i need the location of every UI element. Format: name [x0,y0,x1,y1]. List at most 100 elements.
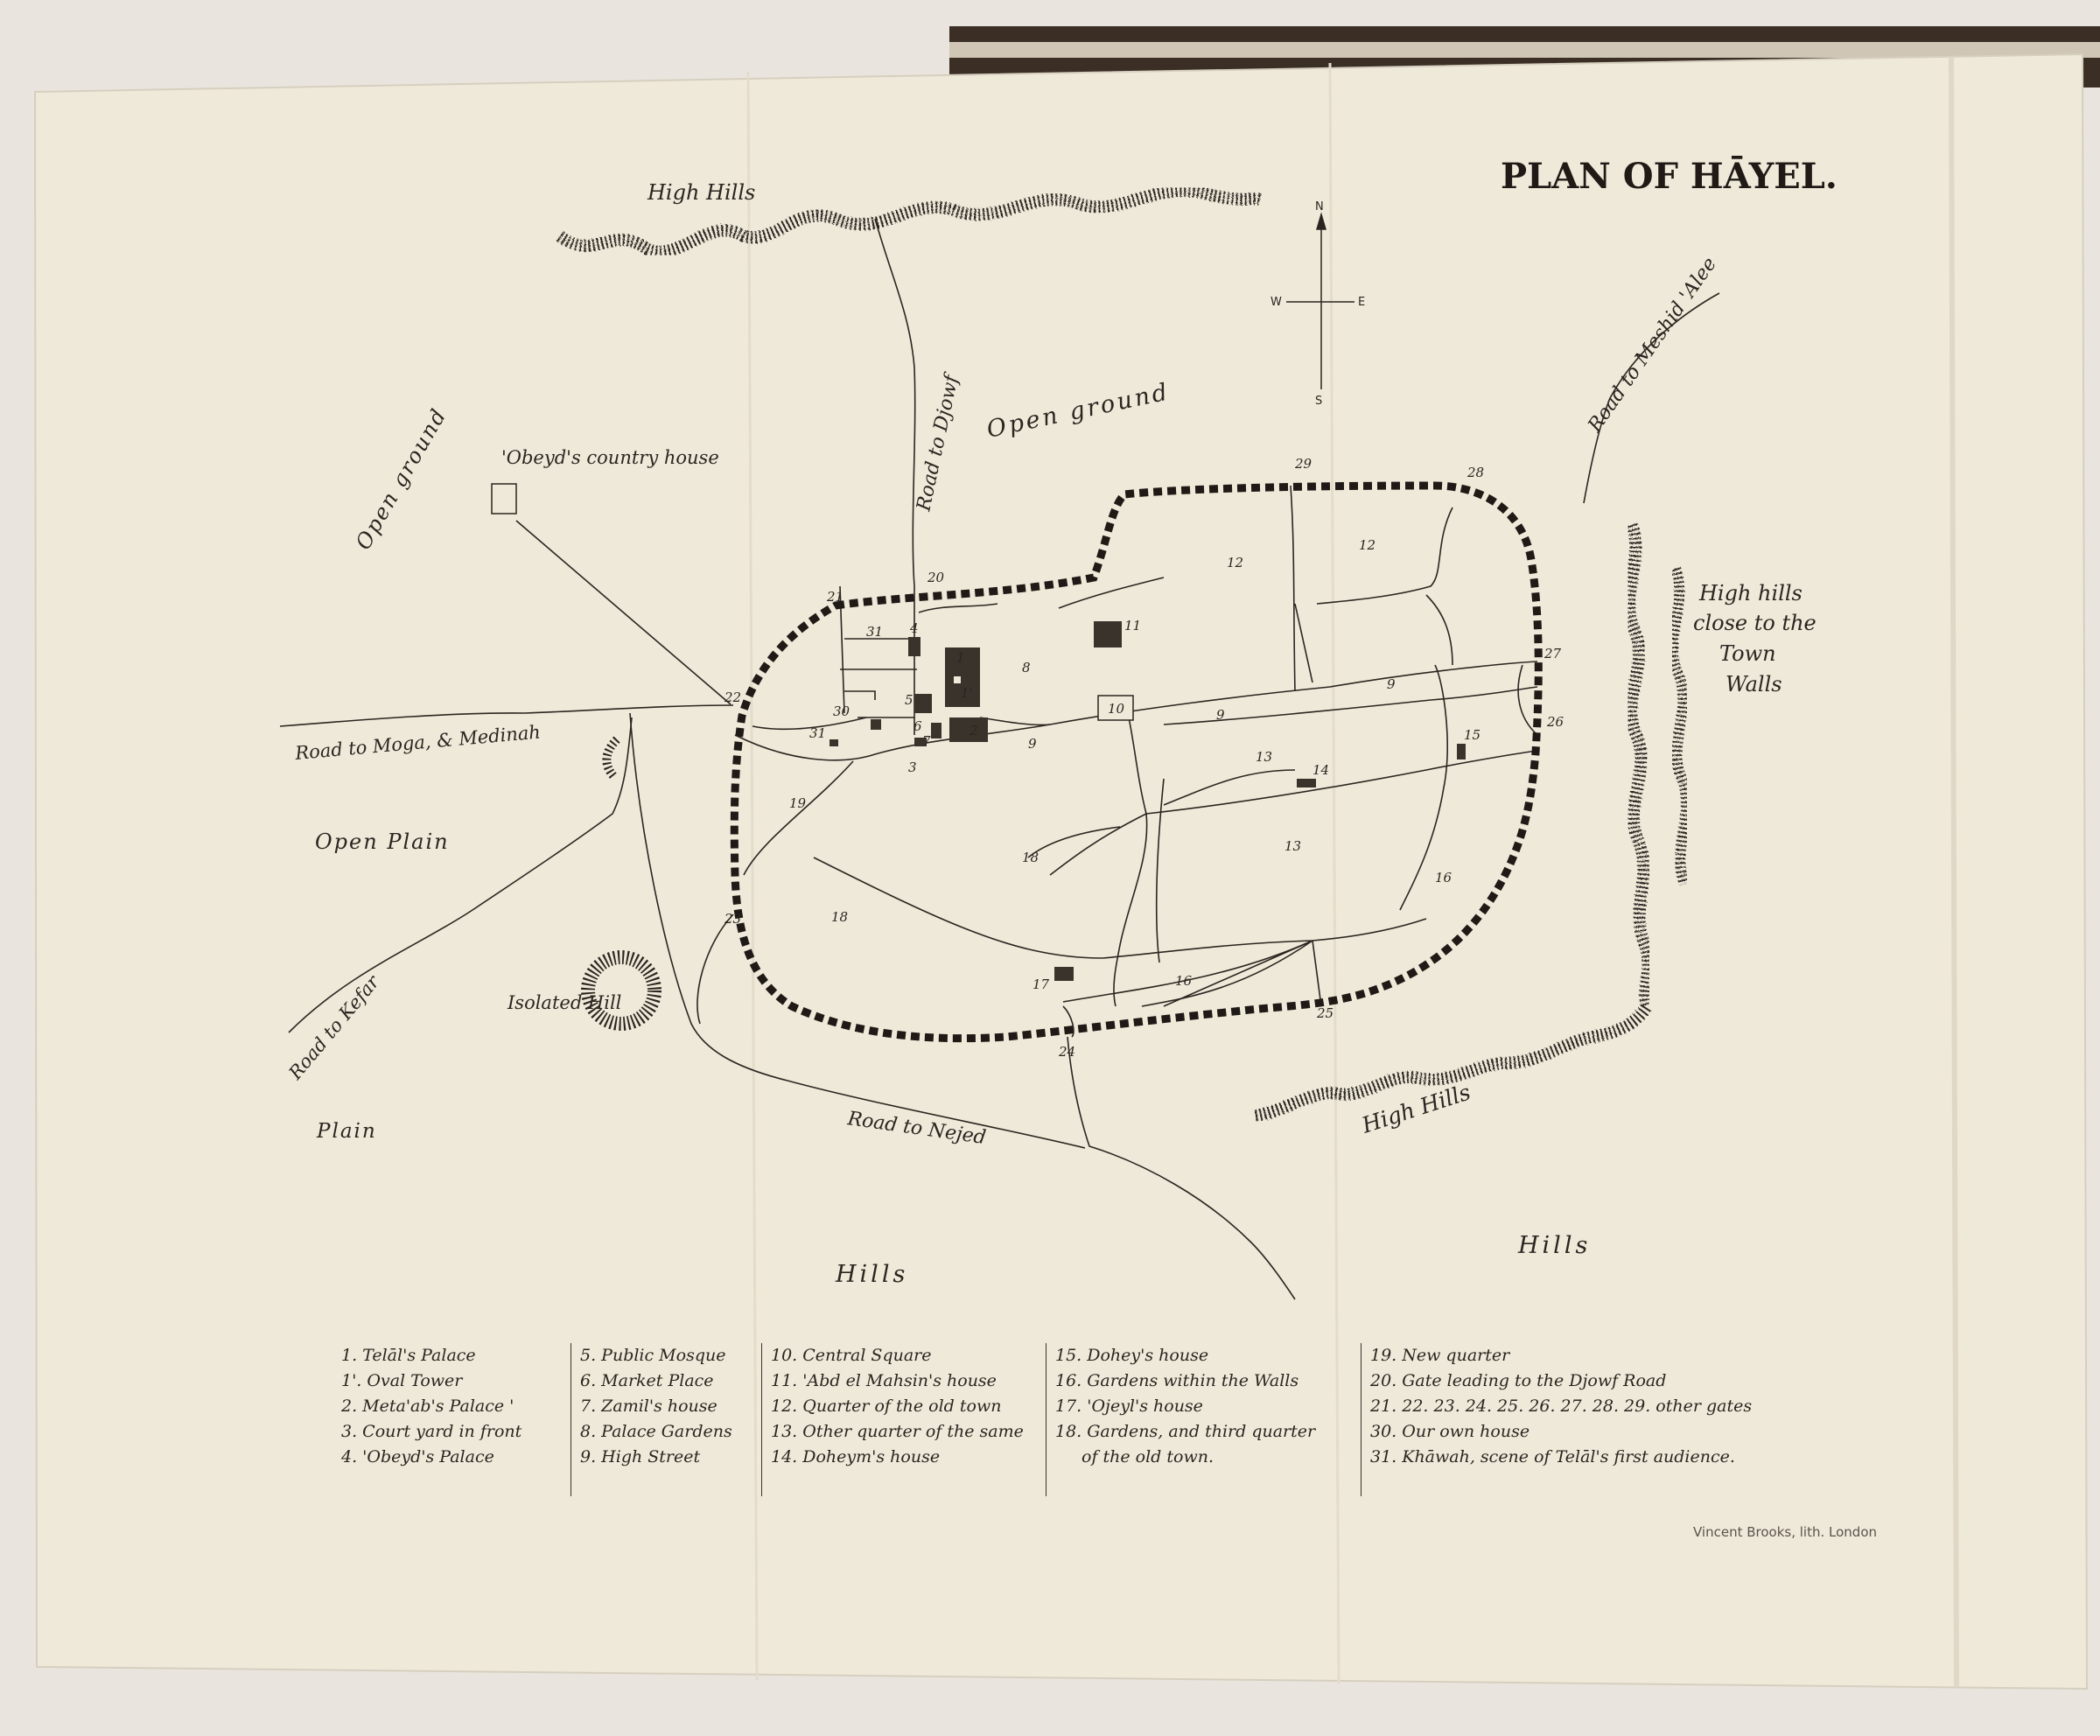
num-3: 3 [908,760,917,775]
fold-line-2 [1328,62,1340,1685]
legend-item: 31. Khāwah, scene of Telāl's first audie… [1370,1447,1735,1466]
small-hill-mark [602,736,620,780]
outer-roads [279,218,1720,1300]
num-5: 5 [905,692,914,708]
num-17: 17 [1032,976,1050,992]
legend-item: 18. Gardens, and third quarter [1055,1422,1316,1441]
legend-item: 20. Gate leading to the Djowf Road [1370,1371,1667,1390]
num-13b: 13 [1284,838,1301,854]
num-13a: 13 [1256,749,1272,765]
legend-item: 13. Other quarter of the same [771,1422,1024,1441]
label-hills-southeast: Hills [1517,1232,1591,1259]
legend-item: 14. Doheym's house [771,1447,941,1466]
legend-item: 3. Court yard in front [341,1422,522,1441]
gate-29: 29 [1294,456,1312,472]
label-high-hills-east-2: close to the [1693,611,1816,635]
num-1p: 1' [961,685,973,701]
num-9b: 9 [1216,707,1225,723]
num-12b: 12 [1359,537,1376,553]
num-1: 1 [956,650,965,666]
num-16b: 16 [1175,973,1193,989]
legend-item: 12. Quarter of the old town [771,1396,1002,1416]
label-isolated-hill: Isolated Hill [507,992,621,1013]
num-7: 7 [922,733,931,749]
legend-item: 30. Our own house [1370,1422,1530,1441]
num-15: 15 [1464,727,1480,743]
legend-item: 16. Gardens within the Walls [1055,1371,1299,1390]
map-title: PLAN OF HĀYEL. [1501,156,1838,197]
label-obeyd-country-house: 'Obeyd's country house [501,447,719,468]
label-hills-south: Hills [835,1261,908,1288]
compass-rose [1286,212,1354,389]
num-10: 10 [1108,701,1125,717]
page-gutter [1949,57,1959,1688]
legend-col-5: 19. New quarter 20. Gate leading to the … [1361,1343,1782,1496]
legend-item: 10. Central Square [771,1346,932,1365]
compass-w: W [1270,296,1282,309]
book-edge [949,42,2100,58]
num-2: 2 [969,723,978,738]
num-4: 4 [909,620,919,636]
page-paper [33,52,2089,1690]
gate-28: 28 [1466,465,1484,480]
town-streets [734,485,1538,1038]
label-high-hills-east-1: High hills [1698,581,1802,606]
label-high-hills-top: High Hills [647,180,755,205]
legend-item: of the old town. [1082,1447,1214,1466]
legend-col-1: 1. Telāl's Palace 1'. Oval Tower 2. Meta… [341,1343,569,1496]
central-square [1097,695,1134,721]
legend-item: 17. 'Ojeyl's house [1055,1396,1203,1416]
legend-item: 1. Telāl's Palace [341,1346,476,1365]
num-12a: 12 [1227,555,1243,570]
south-hills [1254,1003,1653,1122]
num-19: 19 [789,795,807,811]
compass-s: S [1315,395,1322,408]
legend-item: 2. Meta'ab's Palace ' [341,1396,514,1416]
gate-23: 23 [724,911,741,927]
num-31a: 31 [866,624,883,640]
east-hills-inner [1668,566,1692,886]
legend-item: 21. 22. 23. 24. 25. 26. 27. 28. 29. othe… [1370,1396,1753,1416]
num-18b: 18 [831,909,848,925]
num-11: 11 [1124,618,1141,634]
legend-item: 1'. Oval Tower [341,1371,463,1390]
legend-item: 19. New quarter [1370,1346,1510,1365]
town-walls [730,481,1543,1043]
num-18a: 18 [1022,850,1039,865]
town-buildings [830,621,1466,981]
fold-line-1 [746,71,759,1681]
num-16a: 16 [1435,870,1452,886]
legend-item: 6. Market Place [580,1371,714,1390]
gate-22: 22 [724,690,741,705]
gate-20: 20 [927,570,945,585]
label-high-hills-east-4: Walls [1726,672,1782,696]
isolated-hill-mark [581,950,662,1031]
legend-item: 8. Palace Gardens [580,1422,732,1441]
gate-21: 21 [826,589,844,605]
legend-item: 5. Public Mosque [580,1346,726,1365]
num-8: 8 [1022,660,1031,676]
label-high-hills-east-3: Town [1719,641,1776,666]
label-plain: Plain [316,1120,377,1143]
num-6: 6 [914,718,922,734]
num-30: 30 [833,704,850,719]
legend-col-3: 10. Central Square 11. 'Abd el Mahsin's … [761,1343,1042,1496]
legend-item: 7. Zamil's house [580,1396,718,1416]
legend-item: 11. 'Abd el Mahsin's house [771,1371,997,1390]
legend-col-2: 5. Public Mosque 6. Market Place 7. Zami… [570,1343,755,1496]
legend-item: 15. Dohey's house [1055,1346,1209,1365]
num-9a: 9 [1028,736,1037,752]
printer-imprint: Vincent Brooks, lith. London [1693,1524,1877,1540]
compass-n: N [1315,200,1324,214]
gate-24: 24 [1058,1044,1075,1060]
legend-item: 9. High Street [580,1447,701,1466]
gate-27: 27 [1544,646,1562,662]
num-14: 14 [1312,762,1329,778]
map-legend: 1. Telāl's Palace 1'. Oval Tower 2. Meta… [332,1343,1785,1509]
num-31b: 31 [809,725,826,741]
gate-26: 26 [1546,714,1564,730]
legend-col-4: 15. Dohey's house 16. Gardens within the… [1046,1343,1353,1496]
legend-item: 4. 'Obeyd's Palace [341,1447,494,1466]
compass-e: E [1358,296,1365,309]
